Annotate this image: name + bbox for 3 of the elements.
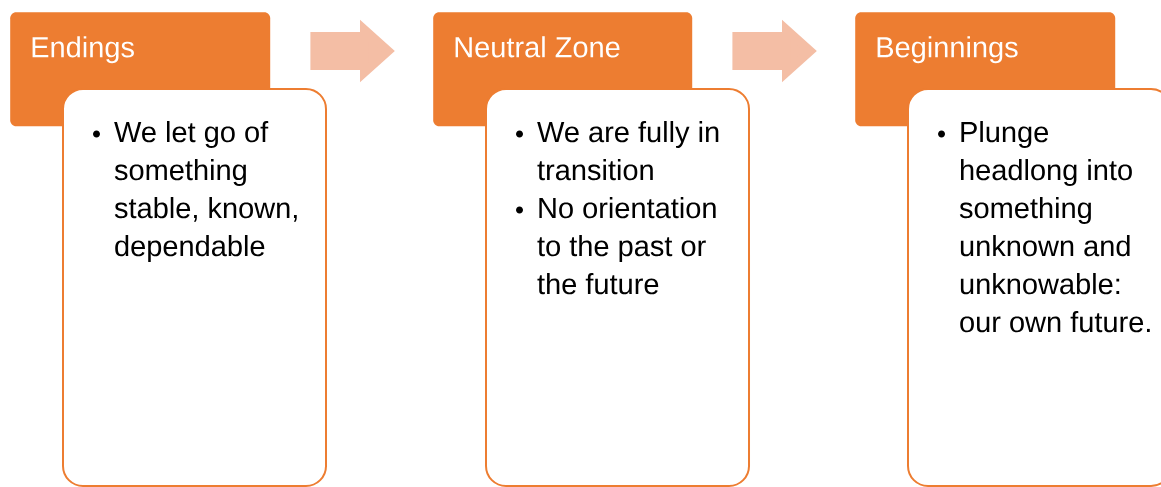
content-box: We are fully in transition No orientation to the past or the future [485,88,750,487]
content-box: Plunge headlong into something unknown and unknowable: our own future. [907,88,1161,487]
content-box: We let go of something stable, known, dependable [62,88,327,487]
